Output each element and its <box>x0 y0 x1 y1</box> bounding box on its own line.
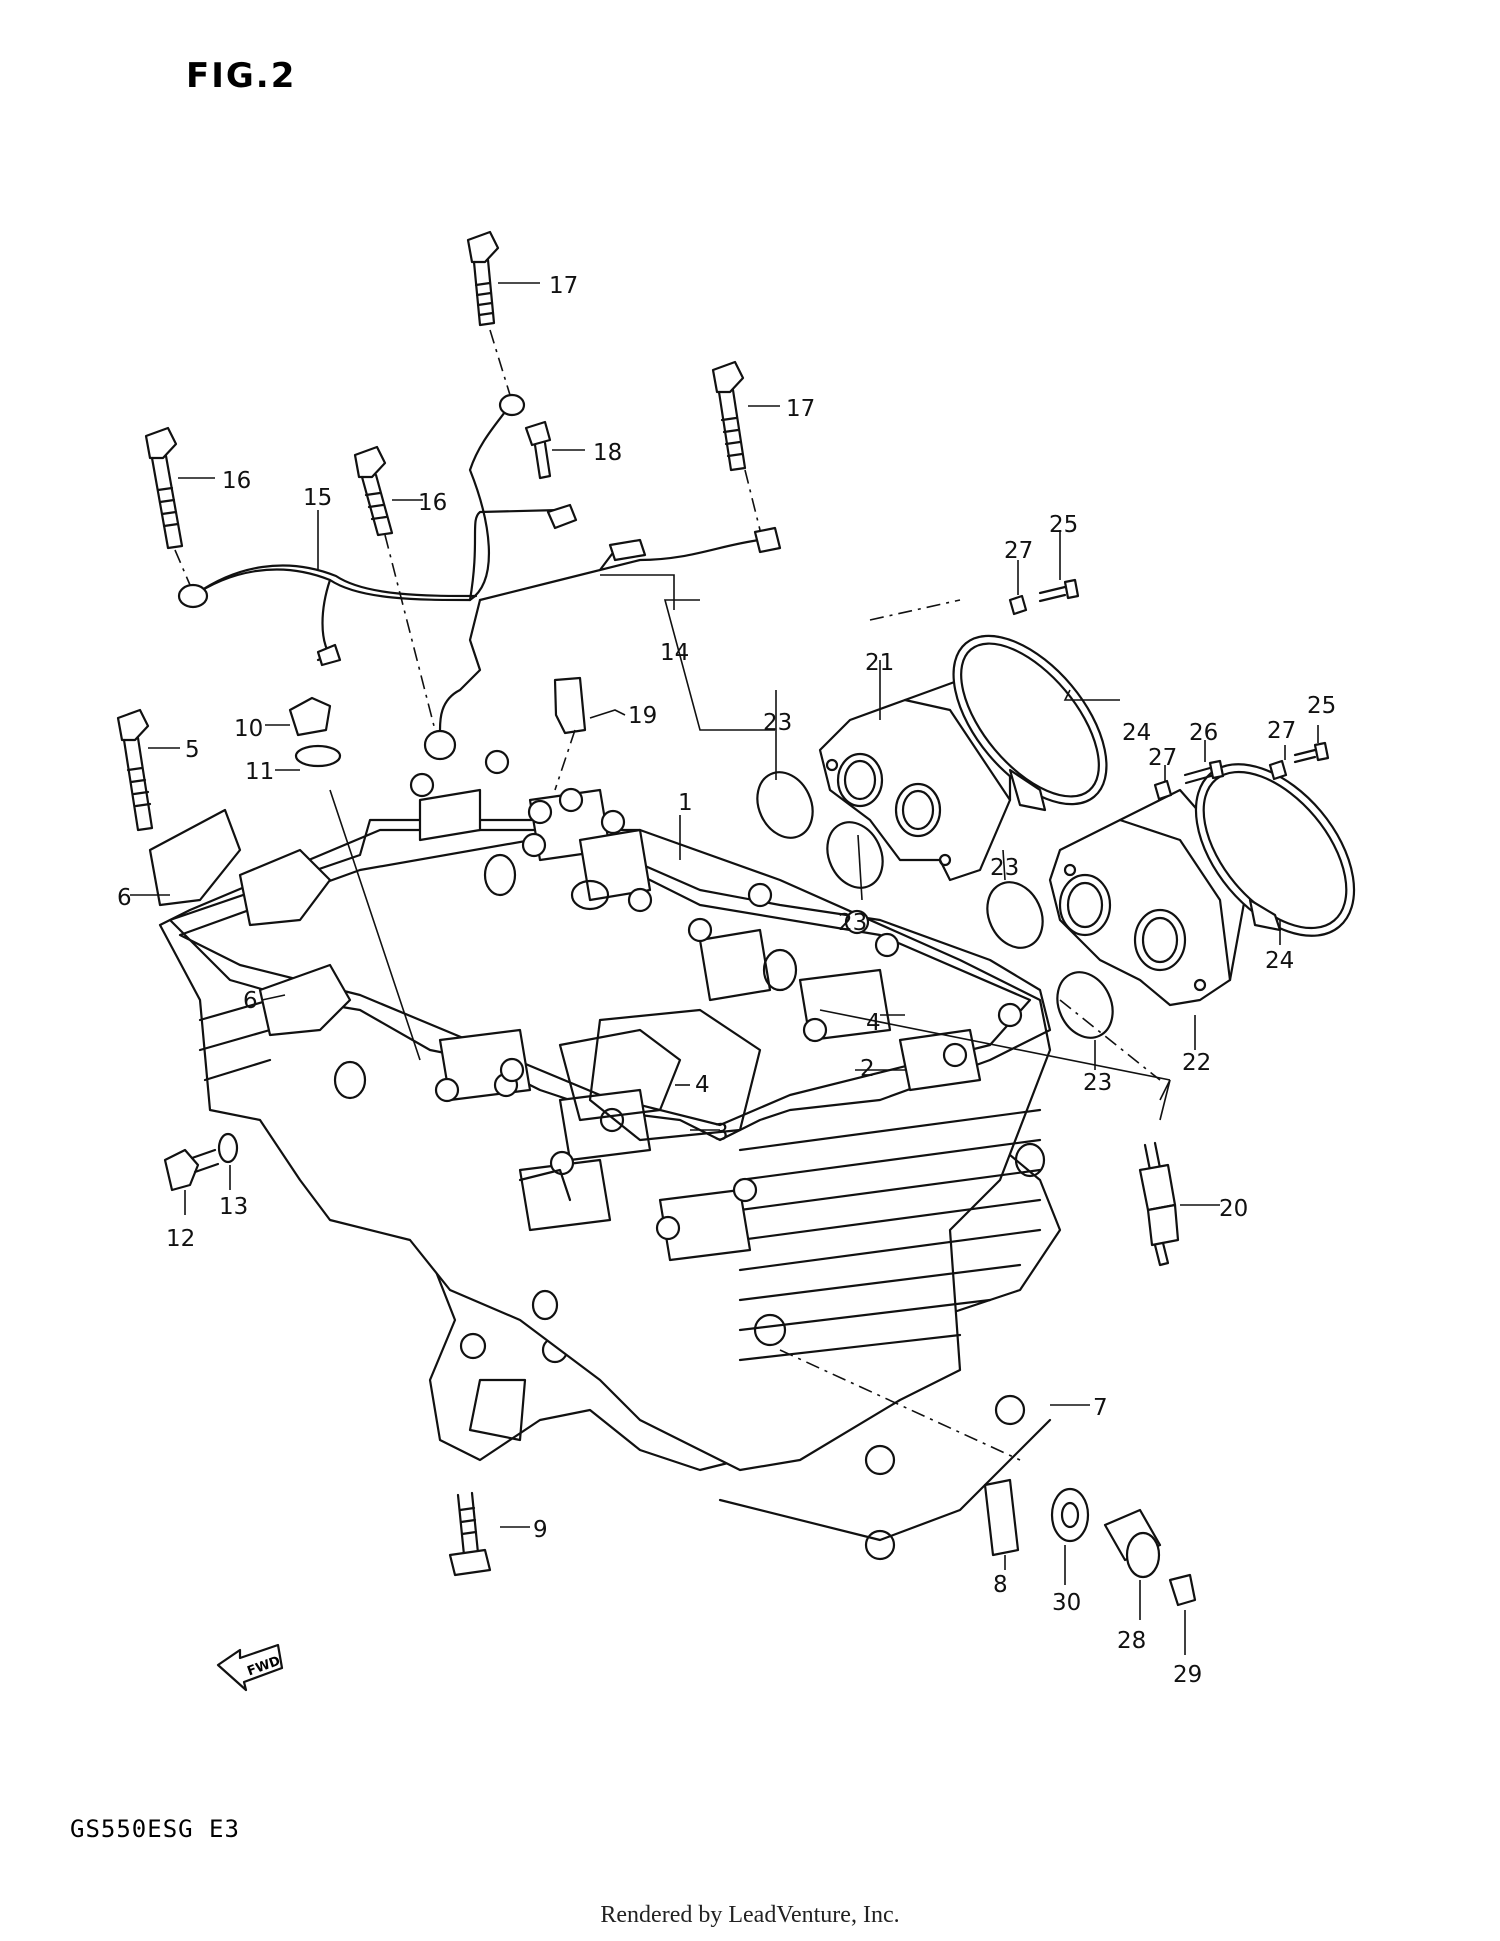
screw-18 <box>524 420 552 480</box>
washer-11 <box>294 744 342 768</box>
callout-24b: 24 <box>1265 948 1294 974</box>
callout-10: 10 <box>234 716 263 742</box>
callout-23b: 23 <box>838 910 867 936</box>
plug-28 <box>1103 1508 1162 1579</box>
callout-4b: 4 <box>695 1072 710 1098</box>
callout-17b: 17 <box>786 396 815 422</box>
callout-3: 3 <box>714 1120 729 1146</box>
cap-nut-10 <box>288 696 332 737</box>
callout-27a: 27 <box>1004 538 1033 564</box>
wire-harness-14-15 <box>177 393 782 761</box>
block-19 <box>553 676 587 735</box>
callout-2: 2 <box>860 1056 875 1082</box>
figure-title: FIG.2 <box>186 56 297 96</box>
screw-25-right <box>1293 741 1330 764</box>
callout-26: 26 <box>1189 720 1218 746</box>
bolt-17-right <box>711 360 747 472</box>
callout-6a: 6 <box>117 885 132 911</box>
clamp-24-lower <box>1194 763 1356 937</box>
model-code: GS550ESG E3 <box>70 1815 240 1843</box>
callout-21: 21 <box>865 650 894 676</box>
dowel-8 <box>983 1478 1020 1557</box>
o-ring-23-a <box>756 771 814 839</box>
washer-30 <box>1050 1487 1090 1543</box>
nut-27-mid <box>1153 779 1173 801</box>
washer-13 <box>217 1132 239 1164</box>
callout-23d: 23 <box>1083 1070 1112 1096</box>
callout-29: 29 <box>1173 1662 1202 1688</box>
callout-11: 11 <box>245 759 274 785</box>
leader-lines <box>130 282 1319 1655</box>
screw-25-upper <box>1038 578 1080 603</box>
screw-26 <box>1183 759 1225 785</box>
callout-24a: 24 <box>1122 720 1151 746</box>
bolt-5 <box>116 708 154 832</box>
footer-credit: Rendered by LeadVenture, Inc. <box>600 1902 900 1928</box>
callout-9: 9 <box>533 1517 548 1543</box>
callout-4a: 4 <box>866 1010 881 1036</box>
callout-numbers: 1 2 3 4 4 5 6 6 7 8 9 10 11 12 13 14 15 … <box>117 273 1336 1688</box>
fwd-arrow-icon: FWD <box>216 1643 284 1692</box>
o-ring-23-d <box>1056 971 1114 1039</box>
callout-8: 8 <box>993 1572 1008 1598</box>
callout-30: 30 <box>1052 1590 1081 1616</box>
callout-19: 19 <box>628 703 657 729</box>
bolt-17-top <box>466 230 500 327</box>
bolt-16-left <box>144 426 184 550</box>
cap-29 <box>1168 1573 1197 1607</box>
callout-6b: 6 <box>243 988 258 1014</box>
o-ring-23-b <box>826 821 884 889</box>
callout-7: 7 <box>1093 1395 1108 1421</box>
callout-16b: 16 <box>418 490 447 516</box>
nut-27-right <box>1268 759 1288 781</box>
callout-16a: 16 <box>222 468 251 494</box>
callout-25a: 25 <box>1049 512 1078 538</box>
o-ring-23-c <box>986 881 1044 949</box>
spark-plug-20 <box>1138 1141 1180 1267</box>
callout-28: 28 <box>1117 1628 1146 1654</box>
callout-27b: 27 <box>1148 745 1177 771</box>
nut-27-upper <box>1008 594 1028 616</box>
callout-14: 14 <box>660 640 689 666</box>
callout-1: 1 <box>678 790 693 816</box>
callout-23c: 23 <box>990 855 1019 881</box>
callout-20: 20 <box>1219 1196 1248 1222</box>
callout-22: 22 <box>1182 1050 1211 1076</box>
callout-17a: 17 <box>549 273 578 299</box>
cylinder-head-part-1 <box>148 749 1062 1561</box>
callout-15: 15 <box>303 485 332 511</box>
clamp-24-upper <box>952 634 1108 812</box>
callout-5: 5 <box>185 737 200 763</box>
callout-23a: 23 <box>763 710 792 736</box>
callout-18: 18 <box>593 440 622 466</box>
bolt-16-mid <box>353 445 394 537</box>
callout-12: 12 <box>166 1226 195 1252</box>
bolt-9 <box>448 1491 492 1577</box>
callout-13: 13 <box>219 1194 248 1220</box>
callout-27c: 27 <box>1267 718 1296 744</box>
bolt-12 <box>163 1148 220 1192</box>
callout-25b: 25 <box>1307 693 1336 719</box>
